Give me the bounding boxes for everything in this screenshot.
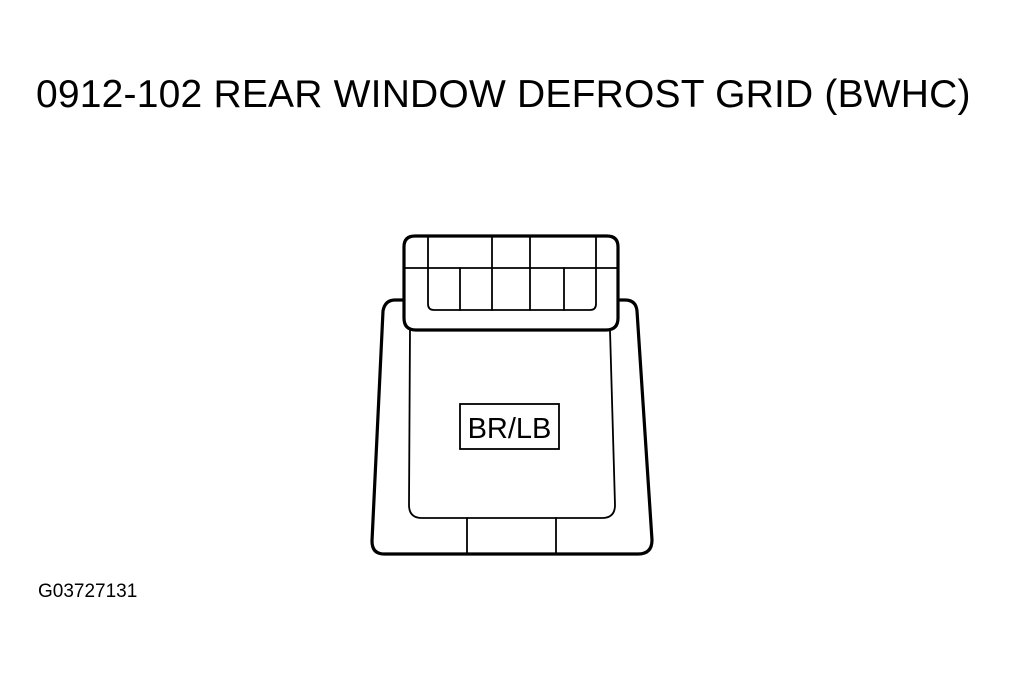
diagram-title: 0912-102 REAR WINDOW DEFROST GRID (BWHC) <box>36 73 971 116</box>
wire-label-box <box>459 403 560 450</box>
wire-label-text: BR/LB <box>468 413 552 445</box>
connector-inner-face <box>408 329 616 519</box>
locking-tab-outline <box>402 234 620 332</box>
connector-body-outline <box>370 298 654 556</box>
locking-tab-inner <box>427 235 597 311</box>
figure-id: G03727131 <box>38 581 138 602</box>
